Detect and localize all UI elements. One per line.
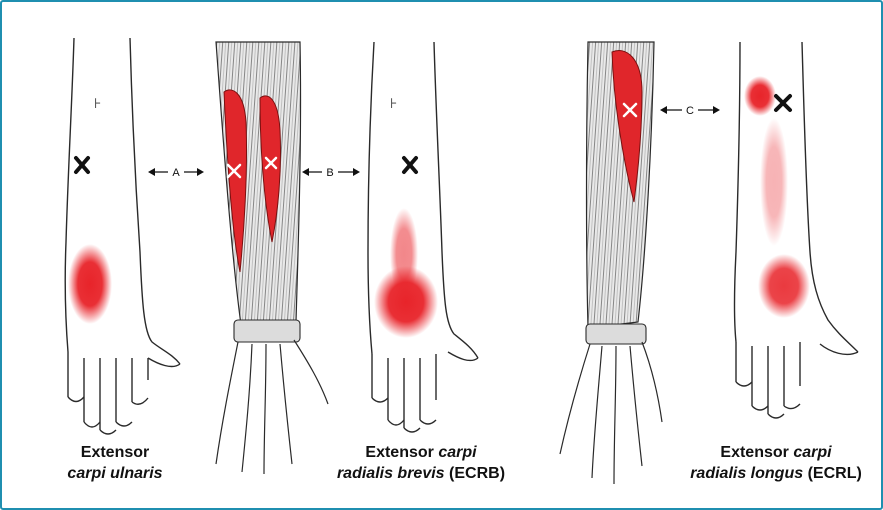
trigger-point-x-ulnaris (76, 158, 88, 172)
arrow-label-c: C (686, 105, 694, 117)
caption-extensor-carpi-ulnaris: Extensor carpi ulnaris (40, 442, 190, 484)
referral-zone-longus (758, 254, 810, 318)
arrow-b: B (302, 164, 360, 180)
referral-zone-longus-mid (760, 118, 788, 246)
elbow-mark: ⊦ (94, 95, 101, 111)
elbow-mark: ⊦ (390, 95, 397, 111)
arrow-a: A (148, 164, 204, 180)
arm-outline-brevis (368, 42, 478, 432)
caption-extensor-carpi-radialis-brevis: Extensor carpi radialis brevis (ECRB) (316, 442, 526, 484)
arrow-label-a: A (172, 167, 180, 179)
anatomy-arm-2 (560, 42, 662, 484)
arm-outline-ulnaris (65, 38, 180, 434)
referral-zone-ulnaris (68, 244, 112, 324)
trigger-point-x-brevis (404, 158, 416, 172)
arrow-label-b: B (326, 167, 333, 179)
referral-zone-longus-upper (744, 76, 776, 116)
arrow-c: C (660, 102, 720, 118)
caption-extensor-carpi-radialis-longus: Extensor carpi radialis longus (ECRL) (676, 442, 876, 484)
referral-zone-brevis (374, 266, 438, 338)
trigger-point-x-longus (776, 96, 790, 110)
anatomy-arm-1 (216, 42, 328, 474)
